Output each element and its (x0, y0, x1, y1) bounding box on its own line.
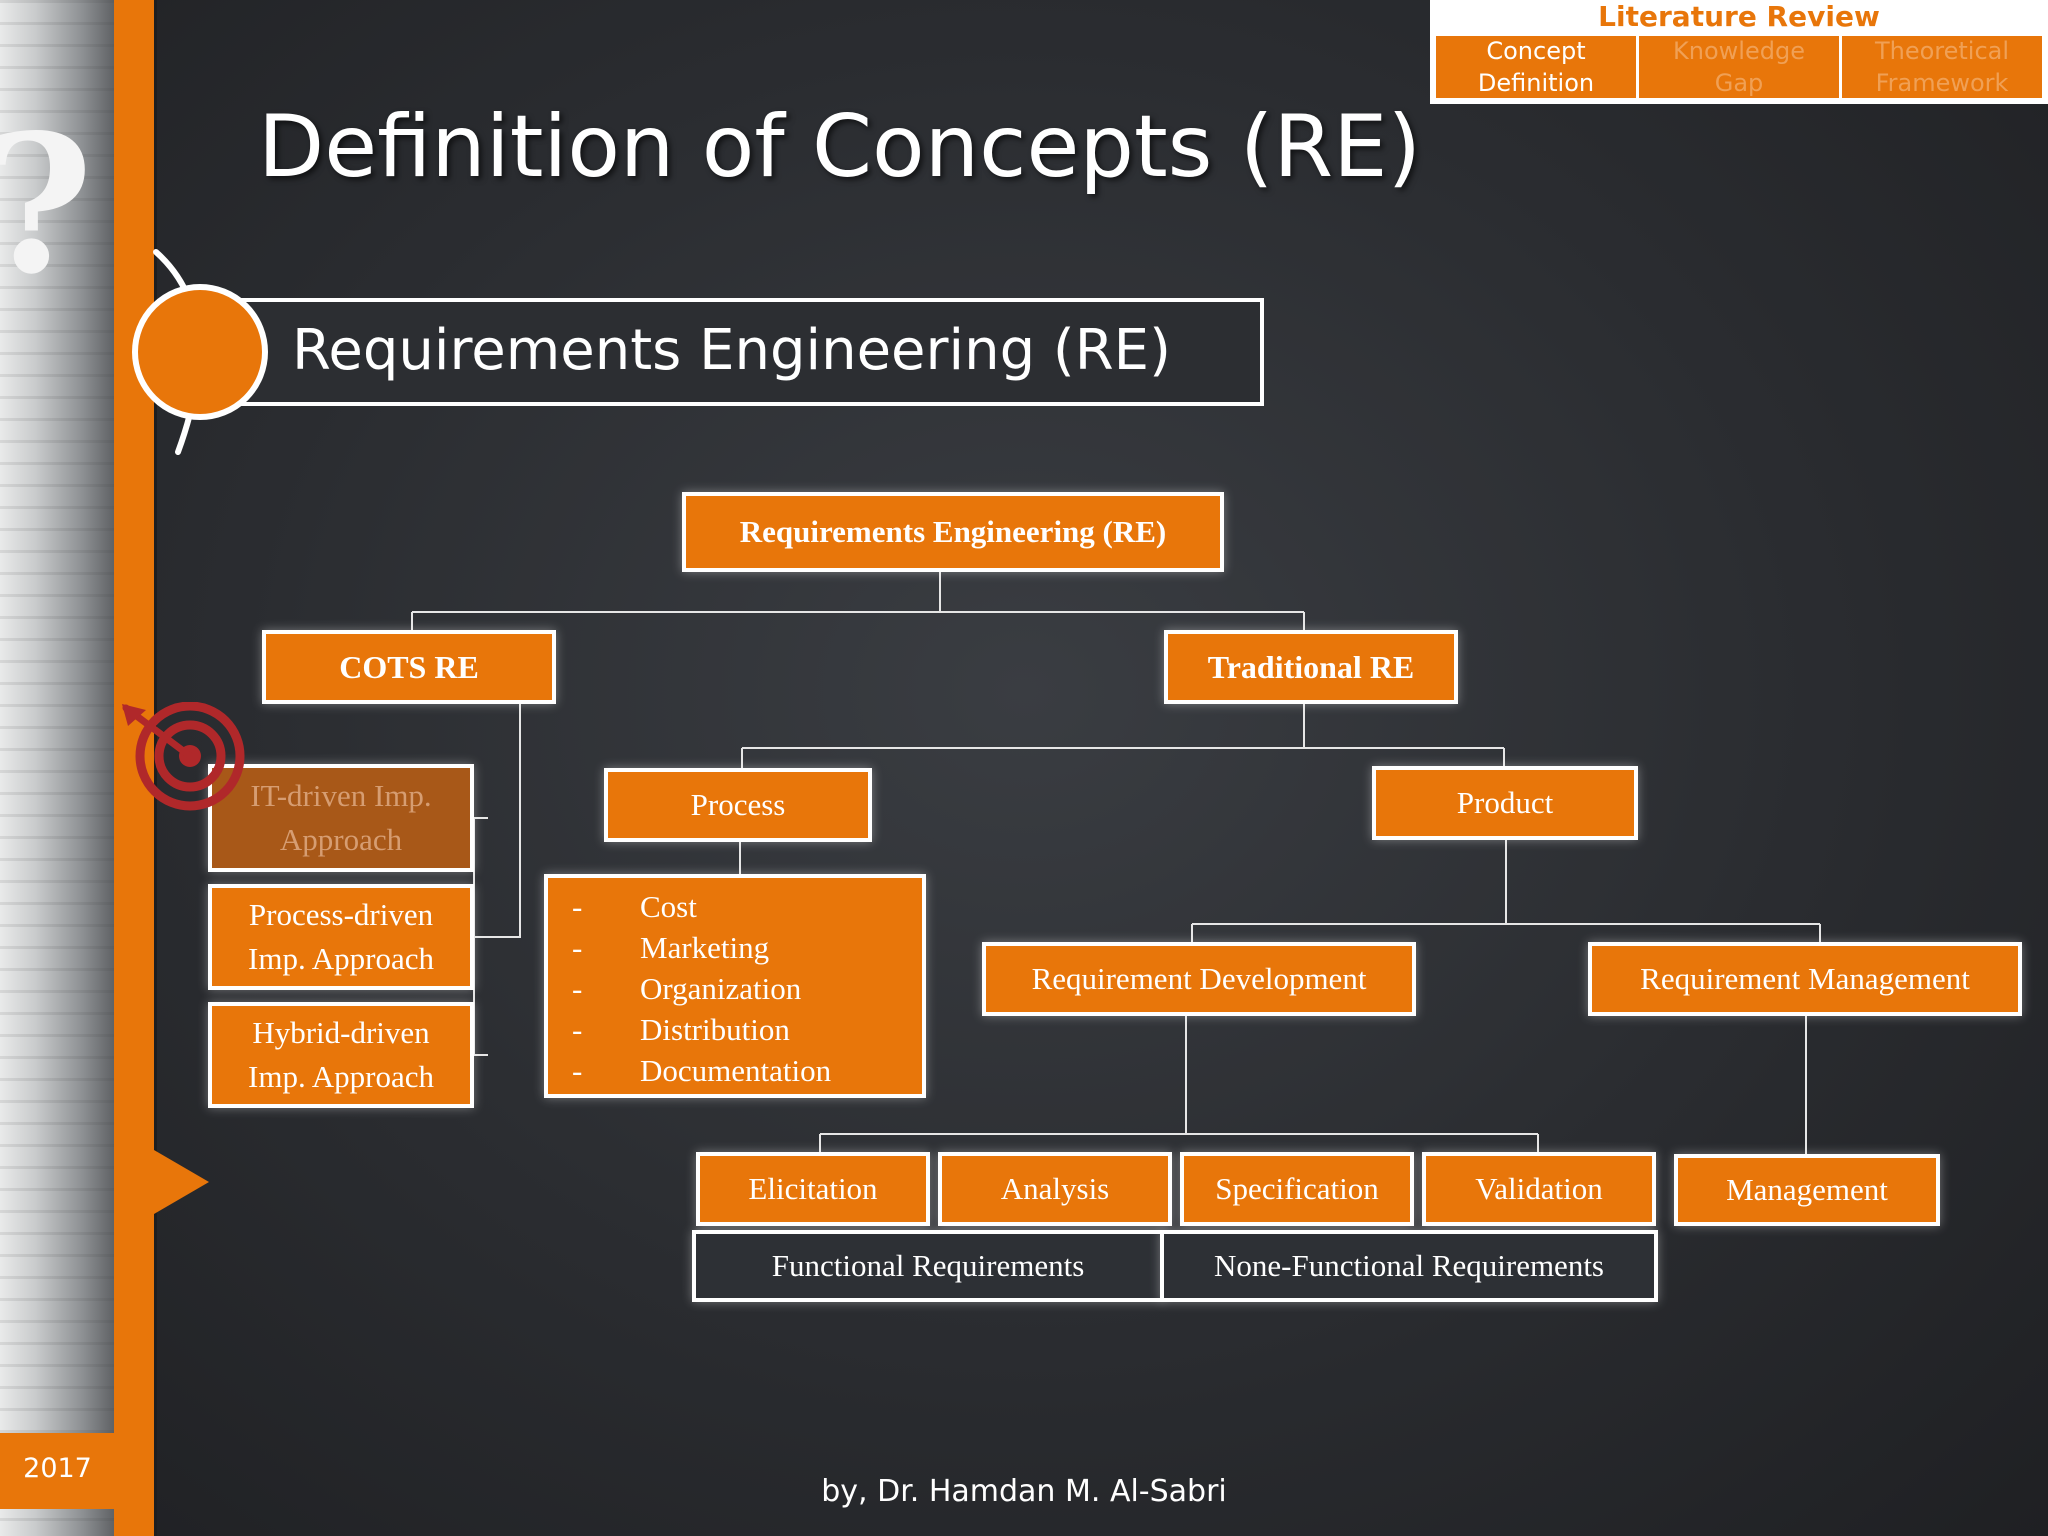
node-analysis[interactable]: Analysis (938, 1152, 1172, 1226)
list-item: -Organization (572, 971, 802, 1006)
node-hybrid-driven-approach[interactable]: Hybrid-driven Imp. Approach (208, 1002, 474, 1108)
nav-tab-label: Concept Definition (1477, 37, 1595, 97)
question-mark-icon: ? (0, 110, 93, 300)
node-elicitation[interactable]: Elicitation (696, 1152, 930, 1226)
node-label: Process-driven Imp. Approach (248, 897, 434, 976)
node-label: Requirement Management (1640, 961, 1970, 996)
list-item: -Documentation (572, 1053, 832, 1088)
node-re-root[interactable]: Requirements Engineering (RE) (682, 492, 1224, 572)
node-label: Elicitation (748, 1171, 878, 1206)
node-requirement-management[interactable]: Requirement Management (1588, 942, 2022, 1016)
node-label: None-Functional Requirements (1214, 1248, 1604, 1283)
node-label: Functional Requirements (771, 1248, 1085, 1283)
page-title: Definition of Concepts (RE) (258, 97, 1422, 197)
author-credit: by, Dr. Hamdan M. Al-Sabri (821, 1474, 1227, 1509)
left-decorative-photo: ? (0, 0, 118, 1536)
nav-tab-concept-definition[interactable]: Concept Definition (1436, 36, 1636, 98)
year-text: 2017 (23, 1453, 92, 1484)
node-label: Validation (1475, 1171, 1603, 1206)
node-requirement-development[interactable]: Requirement Development (982, 942, 1416, 1016)
node-label: COTS RE (339, 648, 479, 685)
node-none-functional-requirements[interactable]: None-Functional Requirements (1160, 1230, 1658, 1302)
nav-tab-label: Knowledge Gap (1673, 37, 1805, 97)
node-product[interactable]: Product (1372, 766, 1638, 840)
list-item: -Cost (572, 889, 697, 924)
node-label: Specification (1215, 1171, 1379, 1206)
node-process-driven-approach[interactable]: Process-driven Imp. Approach (208, 884, 474, 990)
nav-title: Literature Review (1598, 0, 1880, 33)
node-label: Requirements Engineering (RE) (739, 514, 1167, 549)
node-it-driven-approach[interactable]: IT-driven Imp. Approach (208, 764, 474, 872)
node-label: Requirement Development (1031, 961, 1367, 996)
node-traditional-re[interactable]: Traditional RE (1164, 630, 1458, 704)
accent-bar-arrow-icon (154, 1150, 209, 1214)
target-icon (122, 702, 245, 811)
banner-circle-icon (132, 284, 268, 420)
left-accent-bar (114, 0, 154, 1536)
nav-tab-knowledge-gap[interactable]: Knowledge Gap (1639, 36, 1839, 98)
nav-tab-label: Theoretical Framework (1874, 37, 2010, 97)
node-process-items[interactable]: -Cost -Marketing -Organization -Distribu… (544, 874, 926, 1098)
section-banner: Requirements Engineering (RE) (228, 298, 1264, 406)
node-specification[interactable]: Specification (1180, 1152, 1414, 1226)
node-cots-re[interactable]: COTS RE (262, 630, 556, 704)
node-management[interactable]: Management (1674, 1154, 1940, 1226)
node-label: Traditional RE (1207, 648, 1415, 685)
node-label: Management (1726, 1172, 1888, 1207)
node-validation[interactable]: Validation (1422, 1152, 1656, 1226)
node-process[interactable]: Process (604, 768, 872, 842)
node-functional-requirements[interactable]: Functional Requirements (692, 1230, 1164, 1302)
node-label: Process (690, 787, 786, 822)
node-label: IT-driven Imp. Approach (250, 778, 432, 857)
node-label: Analysis (1000, 1171, 1110, 1206)
accent-bar-edge (154, 0, 157, 1536)
nav-tab-theoretical-framework[interactable]: Theoretical Framework (1842, 36, 2042, 98)
banner-text: Requirements Engineering (RE) (292, 318, 1171, 383)
node-label: Product (1456, 785, 1554, 820)
section-nav: Literature Review Concept Definition Kno… (1430, 0, 2048, 104)
process-item-list: -Cost -Marketing -Organization -Distribu… (562, 886, 908, 1091)
list-item: -Distribution (572, 1012, 790, 1047)
node-label: Hybrid-driven Imp. Approach (248, 1015, 434, 1094)
list-item: -Marketing (572, 930, 770, 965)
photo-text-lines (0, 0, 118, 1536)
year-badge: 2017 (0, 1433, 115, 1509)
